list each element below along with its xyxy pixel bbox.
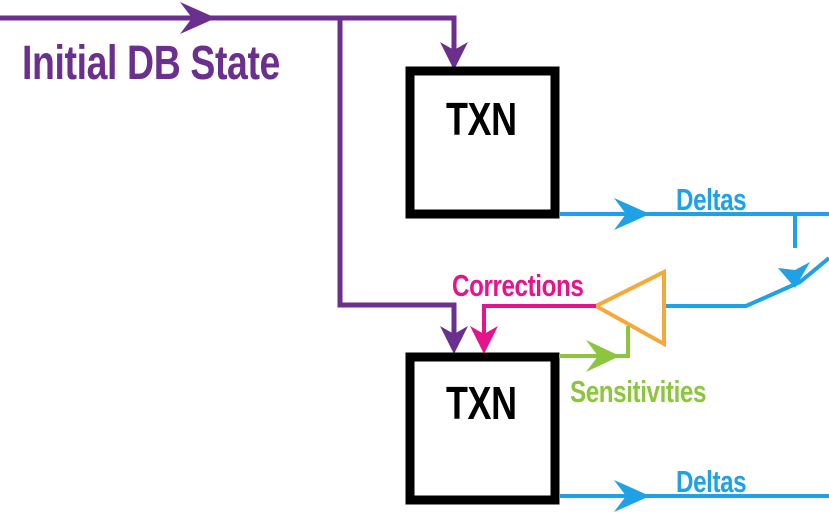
deltas-to-block-line — [664, 256, 829, 308]
initial-state-flow — [0, 2, 468, 354]
txn-top-label: TXN — [446, 93, 517, 145]
corrections-label: Corrections — [452, 268, 584, 303]
deltas-top-arrow — [614, 198, 650, 230]
deltas-feedback-arrow — [778, 262, 810, 288]
txn-box-top — [405, 66, 560, 219]
feedback-triangle — [591, 268, 666, 348]
initial-state-arrow-right — [180, 2, 216, 34]
initial-db-state-label: Initial DB State — [22, 37, 280, 90]
initial-state-branch-line — [337, 18, 457, 345]
sensitivities-line — [559, 326, 630, 358]
sensitivities-flow — [559, 326, 630, 372]
deltas-flow — [559, 198, 829, 512]
txn-bottom-label: TXN — [446, 377, 517, 429]
initial-state-line — [0, 15, 457, 62]
sensitivities-arrow — [586, 340, 620, 372]
txn-box-bottom — [405, 352, 560, 505]
sensitivities-label: Sensitivities — [570, 374, 707, 409]
corrections-flow — [470, 304, 596, 354]
initial-state-arrow-down-bottom — [440, 326, 468, 354]
deltas-bottom-arrow — [614, 480, 650, 512]
deltas-top-label: Deltas — [676, 182, 747, 217]
corrections-line — [482, 304, 596, 340]
corrections-arrow — [470, 326, 498, 354]
initial-state-arrow-down-top — [440, 42, 468, 70]
deltas-bottom-label: Deltas — [676, 464, 747, 499]
